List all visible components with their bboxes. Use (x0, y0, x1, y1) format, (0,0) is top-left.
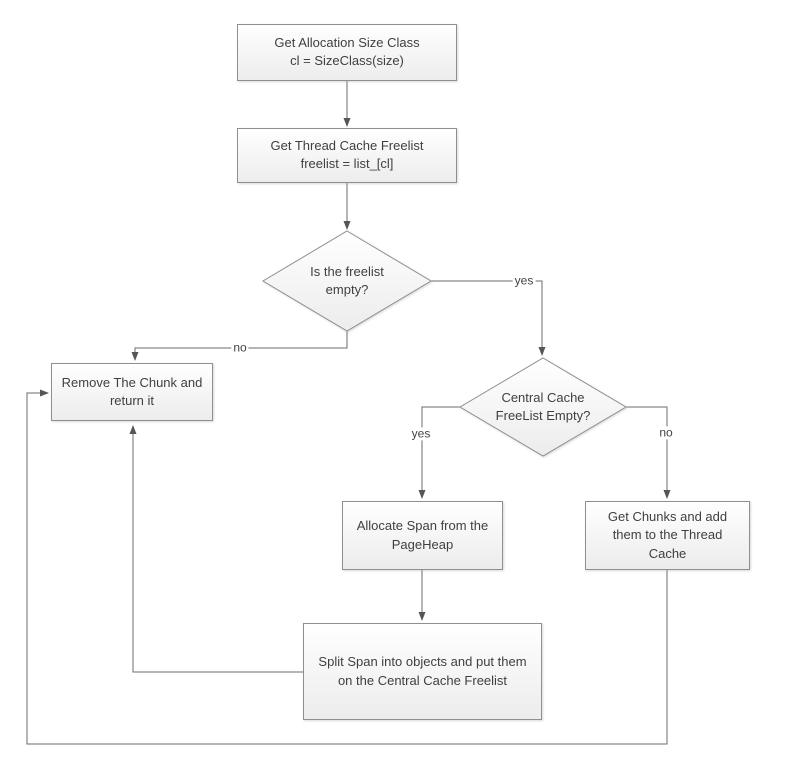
node-get-thread-cache-freelist-shape (237, 128, 457, 183)
node-allocate-span-shape (342, 501, 503, 570)
decision-is-freelist-empty-shape (262, 230, 432, 332)
connector-layer (26, 80, 671, 745)
shape-layer (51, 24, 750, 720)
connector-get-chunks-to-remove-chunk (26, 389, 668, 745)
node-remove-chunk-shape (51, 363, 213, 421)
connector-freelist-yes-to-centralcache-decision (431, 280, 546, 356)
node-get-chunks-shape (585, 501, 750, 570)
node-get-allocation-size-class-shape (237, 24, 457, 81)
connector-centralcache-yes-to-allocate-span (418, 406, 460, 499)
connector-centralcache-no-to-get-chunks (626, 406, 671, 499)
connector-freelist-no-to-remove-chunk (131, 331, 348, 361)
decision-central-cache-freelist-empty-shape (459, 357, 627, 457)
node-split-span-shape (303, 623, 542, 720)
connector-split-span-to-remove-chunk (129, 425, 303, 673)
